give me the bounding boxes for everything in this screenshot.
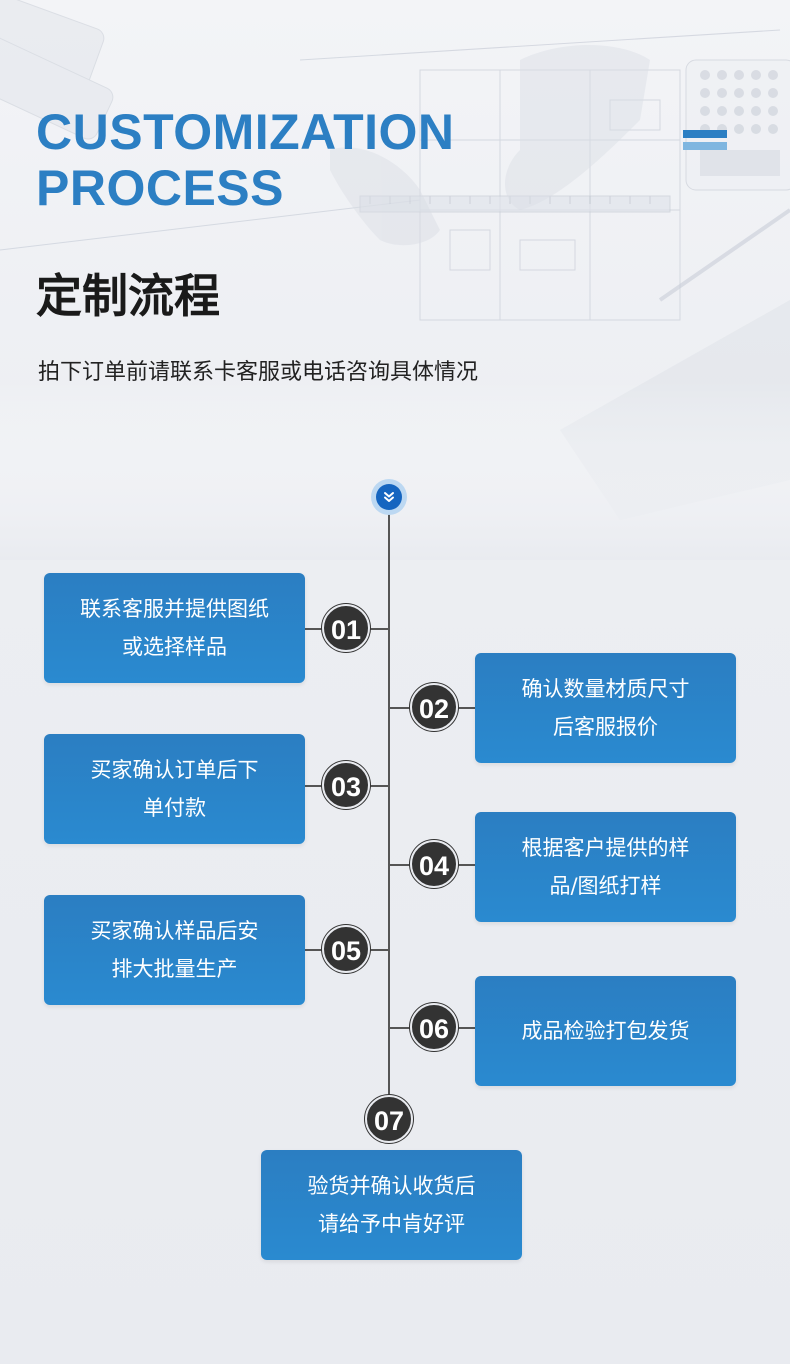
english-title: CUSTOMIZATION PROCESS (36, 104, 455, 216)
english-title-line2: PROCESS (36, 160, 285, 216)
step-03-line1: 买家确认订单后下 (90, 758, 259, 782)
step-01-box: 联系客服并提供图纸 或选择样品 (44, 573, 305, 683)
step-05-line1: 买家确认样品后安 (90, 919, 259, 943)
step-03-line2: 单付款 (143, 796, 206, 820)
double-chevron-down-icon (376, 484, 402, 510)
step-06-box: 成品检验打包发货 (475, 976, 736, 1086)
step-06-text: 成品检验打包发货 (489, 1012, 722, 1050)
english-title-line1: CUSTOMIZATION (36, 104, 455, 160)
step-03-text: 买家确认订单后下 单付款 (58, 751, 291, 827)
step-06-line1: 成品检验打包发货 (521, 1019, 690, 1043)
step-07-line1: 验货并确认收货后 (307, 1174, 476, 1198)
step-01-number: 01 (322, 604, 370, 652)
step-03-number: 03 (322, 761, 370, 809)
step-02-text: 确认数量材质尺寸 后客服报价 (489, 670, 722, 746)
decorative-bar-dark (683, 130, 727, 138)
step-07-number: 07 (365, 1095, 413, 1143)
step-02-line2: 后客服报价 (553, 715, 658, 739)
step-03-box: 买家确认订单后下 单付款 (44, 734, 305, 844)
step-07-text: 验货并确认收货后 请给予中肯好评 (275, 1167, 508, 1243)
step-04-number: 04 (410, 840, 458, 888)
decorative-bar-light (683, 142, 727, 150)
timeline-start-marker (371, 479, 407, 515)
step-02-line1: 确认数量材质尺寸 (521, 677, 690, 701)
step-07-box: 验货并确认收货后 请给予中肯好评 (261, 1150, 522, 1260)
step-01-line2: 或选择样品 (122, 635, 227, 659)
step-04-text: 根据客户提供的样 品/图纸打样 (489, 829, 722, 905)
step-05-number: 05 (322, 925, 370, 973)
timeline-axis (388, 497, 390, 1117)
background-blueprint-illustration (0, 0, 790, 560)
step-01-text: 联系客服并提供图纸 或选择样品 (58, 590, 291, 666)
page-title: 定制流程 (36, 269, 220, 323)
step-05-line2: 排大批量生产 (111, 957, 238, 981)
decorative-bars (683, 130, 727, 154)
step-07-line2: 请给予中肯好评 (318, 1212, 465, 1236)
step-01-line1: 联系客服并提供图纸 (80, 597, 269, 621)
step-06-number: 06 (410, 1003, 458, 1051)
step-04-line2: 品/图纸打样 (549, 874, 662, 898)
step-02-number: 02 (410, 683, 458, 731)
step-04-line1: 根据客户提供的样 (521, 836, 690, 860)
step-05-box: 买家确认样品后安 排大批量生产 (44, 895, 305, 1005)
step-04-box: 根据客户提供的样 品/图纸打样 (475, 812, 736, 922)
step-05-text: 买家确认样品后安 排大批量生产 (58, 912, 291, 988)
step-02-box: 确认数量材质尺寸 后客服报价 (475, 653, 736, 763)
page-subtitle: 拍下订单前请联系卡客服或电话咨询具体情况 (38, 360, 479, 385)
